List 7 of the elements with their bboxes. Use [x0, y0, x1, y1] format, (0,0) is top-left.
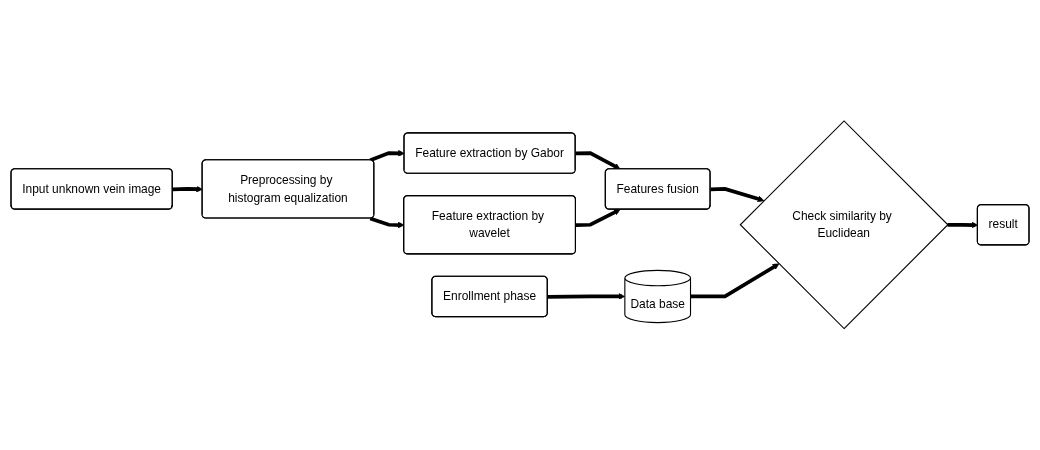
arrow	[690, 263, 780, 299]
arrow	[547, 293, 626, 300]
node-diamond: Check similarity by Euclidean	[739, 120, 949, 330]
arrow	[710, 187, 765, 203]
arrow	[172, 186, 203, 193]
arrow	[575, 209, 621, 228]
arrow	[575, 151, 621, 170]
